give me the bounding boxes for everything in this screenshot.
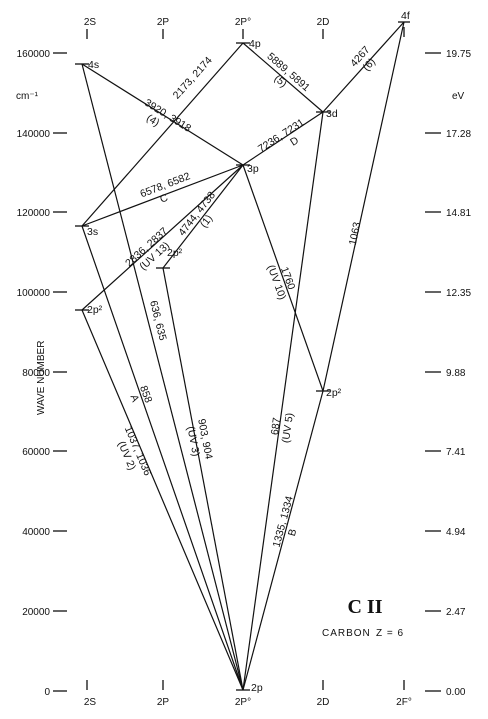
transition-label-t11: 636, 635: [147, 299, 169, 342]
term-footer-Po: 2P°: [235, 697, 251, 708]
right-tick-label-12.35: 12.35: [446, 288, 471, 299]
transition-line-t1: [81, 42, 244, 227]
level-label-2p: 2p: [251, 682, 263, 694]
term-header-P: 2P: [157, 17, 170, 28]
diagram-title: C II CARBON Z = 6: [322, 596, 404, 639]
transition-line-t11: [81, 63, 244, 691]
term-footer-D: 2D: [317, 697, 330, 708]
right-tick-label-14.81: 14.81: [446, 208, 471, 219]
level-label-2p2-S: 2p²: [87, 304, 103, 316]
transition-line-t10: [242, 164, 324, 392]
transition-line-t9: [322, 21, 405, 392]
transition-label-t2: 5889, 5891: [265, 50, 313, 94]
transition-line-t5: [242, 111, 324, 166]
transition-line-t15: [242, 111, 324, 691]
term-footer-P: 2P: [157, 697, 170, 708]
term-header-Po: 2P°: [235, 17, 251, 28]
transition-label-t5: 7236, 7231: [256, 116, 307, 155]
term-headers-top: 2S 2P 2P° 2D: [84, 17, 405, 39]
ion-title: C II: [347, 596, 382, 618]
transition-label-t15: 687: [269, 417, 283, 436]
transition-label-t14-sub: (UV 3): [184, 425, 202, 457]
atomic-number: Z = 6: [376, 628, 404, 639]
left-tick-label-100000: 100000: [17, 288, 51, 299]
transition-label-t5-sub: D: [288, 134, 301, 148]
transition-line-t2: [242, 42, 324, 113]
right-tick-label-9.88: 9.88: [446, 368, 466, 379]
transition-label-t16-sub: B: [286, 528, 299, 538]
transition-line-t8: [81, 164, 244, 311]
left-tick-label-0: 0: [44, 687, 50, 698]
level-label-3d: 3d: [326, 108, 338, 120]
transition-label-t7: 4744, 4738: [176, 189, 218, 238]
level-label-4f: 4f: [401, 10, 410, 22]
transition-label-t4-sub: (4): [144, 112, 161, 129]
right-tick-label-4.94: 4.94: [446, 527, 466, 538]
left-tick-label-20000: 20000: [22, 607, 50, 618]
transition-line-t12: [81, 225, 244, 691]
left-tick-label-60000: 60000: [22, 447, 50, 458]
term-footer-S: 2S: [84, 697, 97, 708]
transition-line-t7: [162, 164, 244, 269]
transitions: [81, 21, 405, 691]
transition-label-t12-sub: A: [128, 393, 142, 404]
transition-line-t6: [81, 164, 244, 227]
left-tick-label-160000: 160000: [17, 49, 51, 60]
transition-line-t16: [242, 390, 324, 691]
level-label-3s: 3s: [87, 226, 98, 238]
transition-label-t9: 1063: [347, 221, 364, 246]
transition-label-t12: 858: [137, 384, 154, 405]
left-axis-unit: cm⁻¹: [16, 91, 39, 102]
transition-line-t3: [322, 21, 405, 113]
level-label-3p: 3p: [247, 163, 259, 175]
right-tick-label-19.75: 19.75: [446, 49, 471, 60]
left-tick-label-120000: 120000: [17, 208, 51, 219]
left-axis: cm⁻¹ WAVE NUMBER 160000 140000 120000 10…: [16, 49, 67, 698]
transition-label-t16: 1335, 1334: [271, 495, 296, 549]
right-tick-label-0.00: 0.00: [446, 687, 466, 698]
transition-label-t1: 2173, 2174: [171, 54, 215, 101]
level-label-4s: 4s: [88, 59, 99, 71]
left-tick-label-140000: 140000: [17, 129, 51, 140]
term-header-S: 2S: [84, 17, 97, 28]
right-axis-unit: eV: [452, 91, 465, 102]
term-header-D: 2D: [317, 17, 330, 28]
term-headers-bottom: 2S 2P 2P° 2D 2F°: [84, 680, 412, 708]
term-footer-F: 2F°: [396, 697, 412, 708]
right-axis: eV 19.75 17.28 14.81 12.35 9.88 7.41 4.9…: [425, 49, 471, 698]
element-name: CARBON: [322, 628, 371, 639]
right-tick-label-2.47: 2.47: [446, 607, 466, 618]
left-tick-label-40000: 40000: [22, 527, 50, 538]
right-tick-label-17.28: 17.28: [446, 129, 471, 140]
transition-line-t13: [81, 309, 244, 691]
transition-label-t6-sub: C: [158, 192, 170, 206]
level-label-2p2-D: 2p²: [326, 387, 342, 399]
transition-line-t14: [162, 267, 244, 691]
left-axis-label: WAVE NUMBER: [36, 341, 47, 415]
transition-labels: 2173, 2174 5889, 5891 (5) 4267 (6) 3920,…: [115, 44, 378, 549]
transition-line-t4: [81, 63, 244, 166]
left-tick-label-80000: 80000: [22, 368, 50, 379]
right-tick-label-7.41: 7.41: [446, 447, 466, 458]
level-label-4p: 4p: [249, 38, 261, 50]
transition-label-t15-sub: (UV 5): [280, 412, 296, 444]
